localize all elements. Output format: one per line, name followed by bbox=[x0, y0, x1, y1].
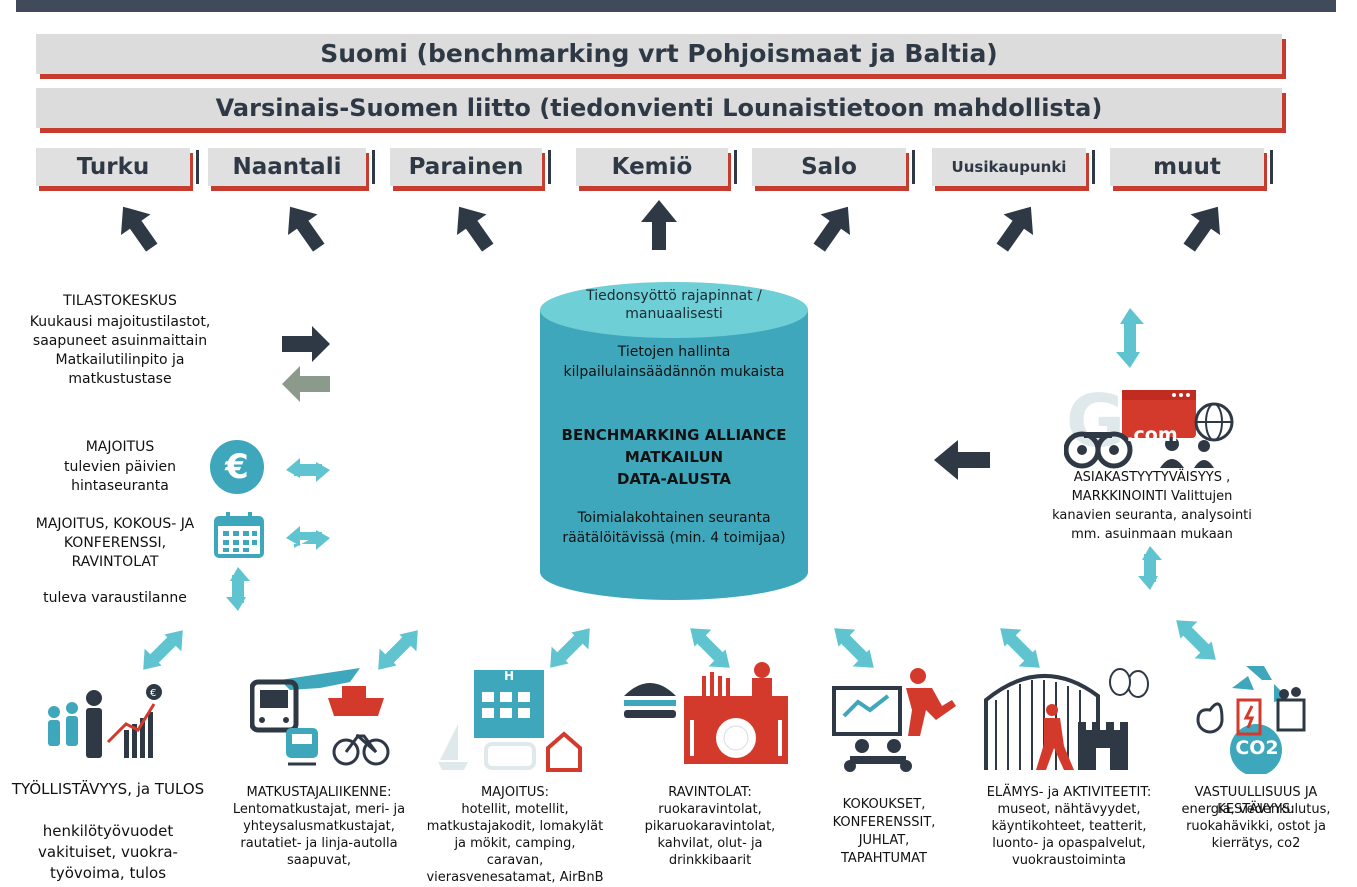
booking-body: tuleva varaustilanne bbox=[43, 590, 187, 606]
database-title-line3: DATA-ALUSTA bbox=[616, 470, 732, 488]
restaurant-icon bbox=[624, 662, 788, 764]
database-governance-text: Tietojen hallinta kilpailulainsäädännön … bbox=[563, 344, 785, 380]
sustainability-icon bbox=[1196, 666, 1306, 774]
double-arrow-icon bbox=[834, 628, 874, 668]
restaurants-body: ruokaravintolat, pikaruokaravintolat, ka… bbox=[644, 802, 776, 868]
double-arrow-icon bbox=[143, 630, 183, 670]
region-banner: Varsinais-Suomen liitto (tiedonvienti Lo… bbox=[36, 88, 1282, 128]
arrow-left-icon bbox=[282, 366, 330, 402]
city-salo: Salo bbox=[752, 148, 915, 186]
co2-label: CO2 bbox=[1235, 737, 1279, 759]
experiences-icon bbox=[984, 668, 1149, 770]
transport-icon bbox=[250, 668, 390, 766]
database-footer-text: Toimialakohtainen seuranta räätälöitävis… bbox=[562, 510, 786, 546]
accommodation-icon bbox=[438, 670, 582, 772]
city-muut: muut bbox=[1110, 148, 1273, 186]
meetings-title: KOKOUKSET, KONFERENSSIT, JUHLAT, TAPAHTU… bbox=[832, 797, 936, 866]
double-arrow-icon bbox=[286, 458, 330, 482]
arrow-up-left-icon bbox=[108, 196, 167, 258]
meetings-icon bbox=[832, 668, 956, 772]
arrow-up-icon bbox=[641, 200, 677, 250]
sustainability-body: energia, vedenkulutus, ruokahävikki, ost… bbox=[1181, 802, 1331, 851]
city-naantali: Naantali bbox=[208, 148, 375, 186]
double-arrow-icon bbox=[690, 628, 730, 668]
country-banner: Suomi (benchmarking vrt Pohjoismaat ja B… bbox=[36, 34, 1282, 74]
arrow-up-right-icon bbox=[804, 196, 863, 258]
experiences-body: museot, nähtävyydet, käyntikohteet, teat… bbox=[991, 802, 1147, 868]
com-label: .com bbox=[1126, 424, 1178, 446]
double-arrow-icon bbox=[1176, 620, 1216, 660]
calendar-icon bbox=[214, 512, 264, 558]
sustainability-title: VASTUULLISUUS JA KESTÄVYYS: bbox=[1194, 785, 1318, 817]
booking-title: MAJOITUS, KOKOUS- JA KONFERENSSI, RAVINT… bbox=[35, 516, 195, 570]
double-arrow-icon bbox=[226, 567, 250, 611]
hotel-letter: H bbox=[503, 669, 515, 683]
city-parainen: Parainen bbox=[390, 148, 551, 186]
double-arrow-icon bbox=[1000, 628, 1040, 668]
tilastokeskus-title: TILASTOKESKUS bbox=[63, 293, 177, 309]
experiences-title: ELÄMYS- ja AKTIVITEETIT: bbox=[986, 785, 1152, 800]
double-arrow-icon bbox=[286, 526, 330, 550]
online-channels-icon: G bbox=[1064, 380, 1234, 469]
satisfaction-text: ASIAKASTYYTYVÄISYYS , MARKKINOINTI Valit… bbox=[1052, 470, 1252, 542]
database-title-line1: BENCHMARKING ALLIANCE bbox=[561, 426, 787, 444]
arrow-up-right-icon bbox=[1174, 196, 1233, 258]
double-arrow-icon bbox=[550, 628, 590, 668]
price-title: MAJOITUS bbox=[85, 439, 155, 455]
top-bar bbox=[16, 0, 1336, 12]
arrow-left-icon bbox=[934, 440, 990, 480]
arrow-up-right-icon bbox=[987, 196, 1046, 258]
price-body: tulevien päivien hintaseuranta bbox=[64, 459, 176, 494]
employment-body: henkilötyövuodet vakituiset, vuokra-työv… bbox=[38, 822, 178, 882]
restaurants-title: RAVINTOLAT: bbox=[668, 785, 752, 800]
employment-title: TYÖLLISTÄVYYS, ja TULOS bbox=[11, 780, 205, 798]
city-kemio: Kemiö bbox=[576, 148, 737, 186]
accommodation-body: hotellit, motellit, matkustajakodit, lom… bbox=[426, 802, 604, 885]
city-uusikaupunki: Uusikaupunki bbox=[932, 148, 1095, 186]
database-title-line2: MATKAILUN bbox=[624, 448, 724, 466]
svg-text:€: € bbox=[150, 688, 156, 699]
database-cylinder bbox=[540, 282, 808, 600]
arrow-right-icon bbox=[282, 326, 330, 362]
double-arrow-icon bbox=[378, 630, 418, 670]
double-arrow-icon bbox=[1138, 546, 1162, 590]
arrow-up-left-icon bbox=[275, 196, 334, 258]
double-arrow-icon bbox=[1116, 308, 1144, 368]
accommodation-title: MAJOITUS: bbox=[480, 785, 550, 800]
database-lid-text: Tiedonsyöttö rajapinnat / manuaalisesti bbox=[586, 288, 762, 322]
employment-icon: € bbox=[48, 684, 162, 758]
city-turku: Turku bbox=[36, 148, 199, 186]
transport-title: MATKUSTAJALIIKENNE: bbox=[246, 785, 392, 800]
euro-icon: € bbox=[210, 440, 264, 494]
tilastokeskus-body: Kuukausi majoitustilastot, saapuneet asu… bbox=[29, 314, 211, 387]
arrow-up-left-icon bbox=[444, 196, 503, 258]
transport-body: Lentomatkustajat, meri- ja yhteysalusmat… bbox=[232, 802, 406, 868]
